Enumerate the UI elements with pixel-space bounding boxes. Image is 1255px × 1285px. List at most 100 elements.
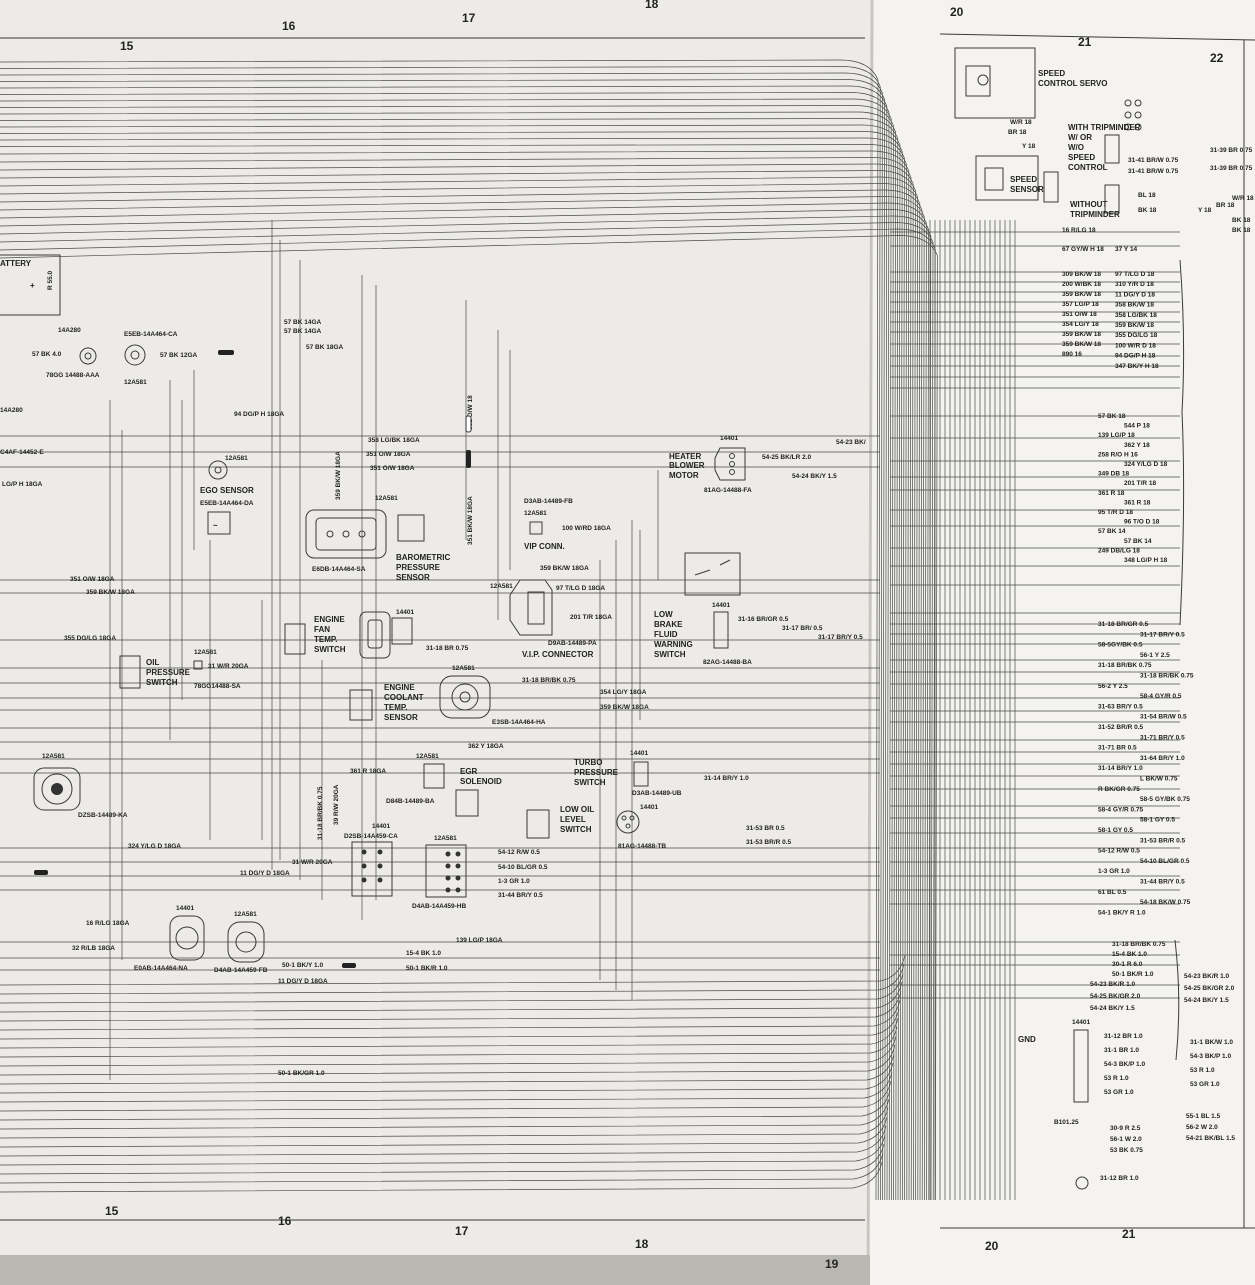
wvert2-label: 39 R/W 20GA [333, 784, 340, 825]
grid-top-15: 15 [120, 39, 134, 53]
wiper-wire-label: 31-1 BR 1.0 [1104, 1047, 1139, 1054]
d4ab-hb-part: E0AB-14A464-NA [134, 965, 188, 972]
mid-right-label: 361 R 18 [1124, 499, 1151, 506]
lowoil-part: 81AG-14488-TB [618, 843, 666, 850]
lower-right-label: 31-44 BR/Y 0.5 [1140, 879, 1185, 886]
lower-right-label: 54-10 BL/GR 0.5 [1140, 858, 1190, 865]
w359v-label: 359 BK/W 18GA [335, 451, 342, 500]
wire [0, 131, 903, 1201]
wire [1174, 939, 1180, 1061]
w359b-label: 359 BK/W 18GA [540, 565, 589, 572]
servo-title2: CONTROL SERVO [1038, 79, 1108, 88]
wy18-label: Y 18 [1022, 143, 1036, 150]
trip-title5: CONTROL [1068, 163, 1108, 172]
fan-title: ENGINE [314, 615, 345, 624]
w57bk18-label: 57 BK 18GA [306, 344, 344, 351]
speed-sensor: SPEED SENSOR [975, 155, 1059, 203]
w5424-label: 54-24 BK/Y 1.5 [792, 473, 837, 480]
mid-right-label: 57 BK 14 [1124, 538, 1152, 545]
grid-top: 15 16 17 18 20 21 22 [120, 0, 1224, 65]
right-label-right: 310 Y/R D 18 [1115, 281, 1154, 288]
wire [0, 1044, 896, 1076]
top-right-label: BK 18 [1232, 227, 1251, 234]
right-label-right: 359 BK/W 18 [1115, 322, 1154, 329]
d4ab-hb-connector: 16 R/LG 18GA 32 R/LB 18GA 14401 E0AB-14A… [34, 870, 205, 972]
lower-right-label: 31-18 BR/BK 0.75 [1140, 673, 1194, 680]
right-label-left: 351 O/W 18 [1062, 311, 1097, 318]
wiper-title: GND [1018, 1035, 1036, 1044]
wire [0, 79, 885, 1201]
battery-block: ATTERY R 55.0 + 14A280 14A280 C4AF-14452… [0, 254, 100, 456]
w359c-label: 359 BK/W 18GA [600, 704, 649, 711]
dzsb-code: 14401 [372, 823, 390, 830]
right-label-left: 359 BK/W 18 [1062, 331, 1101, 338]
lower-right-label: 56-2 Y 2.5 [1098, 683, 1128, 690]
wiper-right-label: 54-3 BK/P 1.0 [1190, 1053, 1231, 1060]
wire [0, 72, 883, 1201]
heater-title2: BLOWER [669, 461, 705, 470]
mid-right-label: 96 T/O D 18 [1124, 519, 1160, 526]
turbo-title2: PRESSURE [574, 768, 619, 777]
mid-right-label: 139 LG/P 18 [1098, 432, 1135, 439]
brake-title2: BRAKE [654, 620, 683, 629]
oilp-code: 12A581 [194, 649, 217, 656]
notrip-title2: TRIPMINDER [1070, 210, 1120, 219]
battery-plus: + [30, 281, 35, 290]
egr-code: 12A581 [416, 753, 439, 760]
bottom-right-label: 54-25 BK/GR 2.0 [1090, 993, 1141, 1000]
oilp-title: OIL [146, 658, 159, 667]
grid-top-18: 18 [645, 0, 659, 11]
w351v-label: 351 O/W 18 [467, 395, 474, 430]
heater-code: 14401 [720, 435, 738, 442]
w3117-label: 31-17 BR/ 0.5 [782, 625, 823, 632]
sensor-title: SPEED [1010, 175, 1037, 184]
right-label-right: 347 BK/Y H 18 [1115, 363, 1159, 370]
lower-right-label: R BK/GR 0.75 [1098, 786, 1140, 793]
right-label-right: 37 Y 14 [1115, 246, 1138, 253]
w154-label: 15-4 BK 1.0 [406, 950, 441, 957]
w354-label: 354 LG/Y 18GA [600, 689, 647, 696]
vip-conn-code: 12A581 [490, 583, 513, 590]
vip-title: VIP CONN. [524, 542, 565, 551]
wire [1179, 259, 1185, 626]
right-label-left: 359 BK/W 18 [1062, 291, 1101, 298]
wiper-wire-label: 31-12 BR 1.0 [1104, 1033, 1143, 1040]
w351bkv-label: 351 BK/W 18GA [467, 496, 474, 545]
low-brake-switch: LOW BRAKE FLUID WARNING SWITCH 14401 31-… [654, 552, 863, 666]
right-label-right: 358 LG/BK 18 [1115, 312, 1157, 319]
c14a280-label: 14A280 [58, 327, 81, 334]
lower-right-label: 31-71 BR/Y 0.5 [1140, 734, 1185, 741]
lower-right-label: 58-4 GY/R 0.75 [1098, 806, 1144, 813]
right-label-left: 354 LG/Y 18 [1062, 321, 1099, 328]
w351a-label: 351 O/W 18GA [366, 451, 411, 458]
top-right-label: BR 18 [1216, 202, 1235, 209]
engine-fan-switch: ENGINE FAN TEMP. SWITCH 14401 31-18 BR 0… [284, 609, 576, 684]
coolant-sensor: ENGINE COOLANT TEMP. SENSOR 12A581 354 L… [349, 665, 649, 726]
baro-title: BAROMETRIC [396, 553, 450, 562]
oilp-title2: PRESSURE [146, 668, 191, 677]
c4af-label: C4AF-14452-E [0, 449, 44, 456]
trip-title2: W/ OR [1068, 133, 1092, 142]
wire [0, 981, 903, 1013]
lower-right-label: 58-1 GY 0.5 [1098, 827, 1133, 834]
baro-title3: SENSOR [396, 573, 430, 582]
mid-right-label: 201 T/R 18 [1124, 480, 1157, 487]
wire [0, 963, 905, 995]
lower-right-label: 54-18 BK/W 0.75 [1140, 899, 1191, 906]
grid-top-17: 17 [462, 11, 476, 25]
wire [0, 1008, 900, 1040]
wire [0, 170, 916, 1201]
wiper-wire-label: 53 R 1.0 [1104, 1075, 1129, 1082]
wire [0, 124, 901, 1201]
wbl18-label: BL 18 [1138, 192, 1156, 199]
wire [0, 990, 902, 1022]
heater-blower-motor: 14401 HEATER BLOWER MOTOR 54-23 BK/ 54-2… [669, 435, 866, 494]
w362-label: 362 Y 18GA [468, 743, 504, 750]
right-label-left: 309 BK/W 18 [1062, 271, 1101, 278]
w3117b-label: 31-17 BR/Y 0.5 [818, 634, 863, 641]
wire [0, 163, 914, 1201]
w5425-label: 54-25 BK/LR 2.0 [762, 454, 812, 461]
egr-part: D84B-14489-BA [386, 798, 435, 805]
